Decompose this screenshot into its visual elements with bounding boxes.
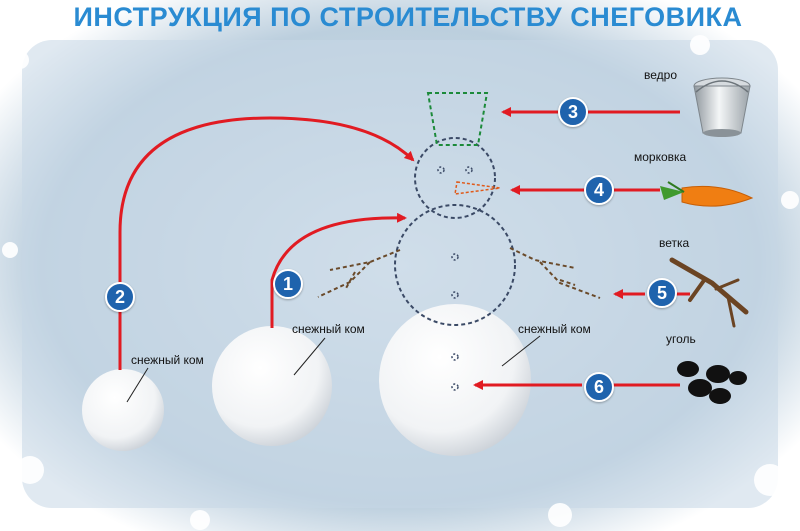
- label-bucket: ведро: [644, 68, 677, 82]
- label-snowball-medium: снежный ком: [292, 322, 365, 336]
- buttons-outline: [451, 253, 459, 391]
- step-4-badge: 4: [584, 175, 614, 205]
- pointer-line-small: [126, 367, 149, 403]
- step-3-badge: 3: [558, 97, 588, 127]
- eyes-outline: [437, 166, 473, 174]
- step-2-badge: 2: [105, 282, 135, 312]
- pointer-line-large: [501, 335, 541, 367]
- carrot-outline: [454, 181, 501, 195]
- page-title: ИНСТРУКЦИЯ ПО СТРОИТЕЛЬСТВУ СНЕГОВИКА: [73, 2, 743, 32]
- carrot-image: [660, 181, 754, 207]
- label-coal: уголь: [666, 332, 696, 346]
- label-snowball-large: снежный ком: [518, 322, 591, 336]
- branch-image: [669, 257, 749, 328]
- snowflake-decor: [2, 35, 799, 530]
- snowball-medium: [212, 326, 332, 446]
- coal-image: [677, 361, 747, 404]
- pointer-line-medium: [293, 337, 326, 376]
- bucket-outline: [426, 92, 489, 146]
- snowball-small: [82, 369, 164, 451]
- arms-outline: [317, 247, 601, 299]
- snowman-outline: [394, 137, 516, 326]
- step-arrows: [118, 107, 690, 390]
- step-5-badge: 5: [647, 278, 677, 308]
- label-snowball-small: снежный ком: [131, 353, 204, 367]
- step-1-badge: 1: [273, 269, 303, 299]
- label-branch: ветка: [659, 236, 690, 250]
- step-6-badge: 6: [584, 372, 614, 402]
- label-carrot: морковка: [634, 150, 687, 164]
- snowball-large: [379, 304, 531, 456]
- bucket-image: [693, 77, 751, 137]
